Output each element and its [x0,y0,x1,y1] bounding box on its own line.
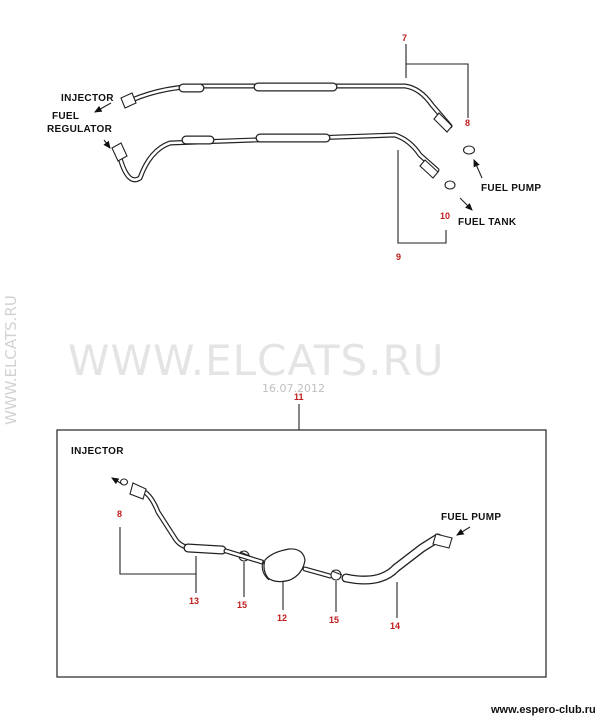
callout-9: 9 [396,252,401,262]
leader-8-13 [119,527,197,575]
label-fuel-top: FUEL [52,111,79,122]
bottom-assembly: 11 [56,392,547,678]
arrow-to-injector [94,102,112,113]
pump-fitting-upper [433,112,453,133]
arrow-from-regulator [103,139,111,149]
detail-frame [56,429,547,678]
label-regulator: REGULATOR [47,124,113,135]
callout-12: 12 [277,613,287,623]
upper-fuel-line [120,82,453,133]
site-watermark: www.espero-club.ru [490,704,596,716]
clamp-15-right [330,569,343,581]
tank-fitting [419,159,439,179]
callout-14: 14 [390,621,400,631]
top-assembly: INJECTOR FUEL REGULATOR FUEL PUMP FUEL T… [47,33,541,262]
watermark-vertical: WWW.ELCATS.RU [2,295,20,425]
callout-8-top: 8 [465,118,470,128]
callout-7: 7 [402,33,407,43]
regulator-fitting [111,142,128,162]
label-injector-bottom: INJECTOR [71,446,124,457]
watermark-main: WWW.ELCATS.RU [68,336,444,385]
pump-hose-14 [341,533,453,585]
leader-7 [405,44,469,118]
callout-15-left: 15 [237,600,247,610]
arrow-from-fuel-pump [473,158,483,179]
return-fuel-line [111,132,440,183]
o-ring-8-top [462,145,476,155]
leader-9 [397,150,447,244]
label-fuel-pump-bottom: FUEL PUMP [441,512,501,523]
callout-13: 13 [189,596,199,606]
o-ring-8-bottom [119,478,129,486]
label-injector-top: INJECTOR [61,93,114,104]
o-ring-10 [444,180,456,190]
callout-8-bottom: 8 [117,509,122,519]
label-fuel-pump-top: FUEL PUMP [481,183,541,194]
label-fuel-tank: FUEL TANK [458,217,517,228]
injector-fitting [120,92,137,109]
date-stamp: 16.07.2012 [262,382,325,395]
callout-11: 11 [294,392,304,402]
arrow-from-fuel-pump-bottom [456,526,471,536]
callout-15-right: 15 [329,615,339,625]
fuel-filter-12 [261,548,306,583]
callout-10: 10 [440,211,450,221]
arrow-to-injector-bottom [111,477,123,485]
feed-pipe-13 [129,482,227,555]
arrow-to-fuel-tank [459,197,473,211]
